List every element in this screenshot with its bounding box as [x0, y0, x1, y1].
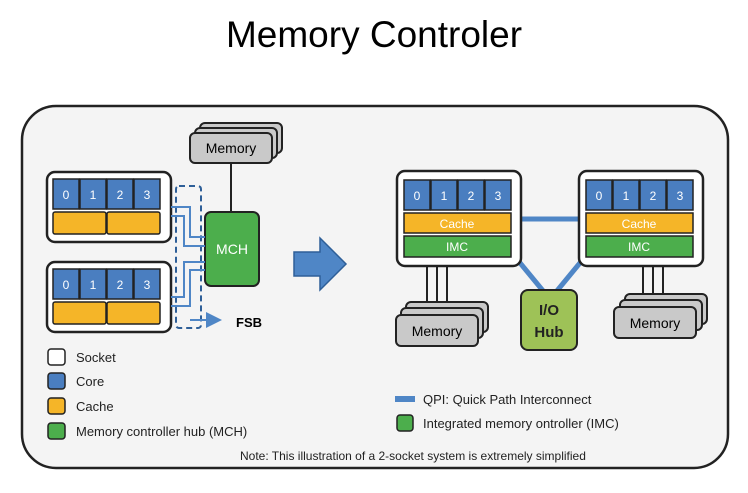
legend-left: Socket Core Cache Memory controller hub … [47, 348, 247, 440]
modern-left-core-0 [403, 179, 431, 211]
modern-left-core-1-label: 1 [441, 189, 448, 203]
modern-right-core-1-label: 1 [623, 189, 630, 203]
legend-cache-label: Cache [76, 399, 114, 414]
legend-qpi-swatch [395, 396, 415, 402]
legacy-socket-2-core-3 [133, 268, 161, 300]
legacy-socket-1-core-0-label: 0 [63, 188, 70, 202]
legacy-socket-1-core-3-label: 3 [144, 188, 151, 202]
fsb-label: FSB [236, 315, 262, 330]
modern-left-imc [403, 235, 512, 258]
modern-left-cache-label: Cache [440, 217, 475, 231]
modern-socket-left: 0 1 2 3 Cache IMC [395, 169, 523, 268]
modern-right-imc-label: IMC [628, 240, 650, 254]
legacy-memory-label: Memory [206, 140, 257, 156]
legend-imc-label: Integrated memory ontroller (IMC) [423, 416, 619, 431]
legend-mch-label: Memory controller hub (MCH) [76, 424, 247, 439]
legacy-socket-2-core-1-label: 1 [90, 278, 97, 292]
legacy-socket-1-core-1-label: 1 [90, 188, 97, 202]
modern-right-memory-label: Memory [630, 315, 681, 331]
fsb-bus: FSB [171, 185, 262, 330]
modern-left-core-1 [430, 179, 458, 211]
mch-box: MCH [204, 211, 260, 287]
legacy-socket-1-core-2-label: 2 [117, 188, 124, 202]
modern-left-memory-stack: Memory [395, 301, 489, 347]
modern-right-imc [585, 235, 694, 258]
legend-qpi-label: QPI: Quick Path Interconnect [423, 392, 592, 407]
modern-left-core-3-label: 3 [495, 189, 502, 203]
modern-right-core-3-label: 3 [677, 189, 684, 203]
legacy-socket-2-cache-a [52, 301, 107, 325]
io-hub-label-line2: Hub [534, 324, 563, 341]
modern-left-core-0-label: 0 [414, 189, 421, 203]
legacy-socket-1-core-3 [133, 178, 161, 210]
legacy-socket-2-core-1 [79, 268, 107, 300]
legend-core-swatch [47, 372, 66, 390]
transition-arrow [293, 236, 348, 292]
legacy-socket-2-core-0 [52, 268, 80, 300]
modern-left-core-2-label: 2 [468, 189, 475, 203]
modern-left-memory-links [426, 266, 448, 304]
io-hub: I/O Hub [520, 289, 578, 351]
legacy-socket-2-cache-b [106, 301, 161, 325]
modern-right-cache [585, 212, 694, 234]
modern-right-core-0 [585, 179, 613, 211]
modern-left-core-2 [457, 179, 485, 211]
modern-socket-right: 0 1 2 3 Cache IMC [577, 169, 705, 268]
legend-cache-swatch [47, 397, 66, 415]
legacy-socket-1: 0 1 2 3 [45, 170, 173, 244]
legend-right: QPI: Quick Path Interconnect Integrated … [395, 392, 619, 432]
modern-right-core-2-label: 2 [650, 189, 657, 203]
legend-mch-swatch [47, 422, 66, 440]
modern-right-cache-label: Cache [622, 217, 657, 231]
modern-left-core-3 [484, 179, 512, 211]
footnote: Note: This illustration of a 2-socket sy… [240, 449, 586, 463]
legacy-socket-1-core-2 [106, 178, 134, 210]
page-title: Memory Controler [225, 14, 523, 55]
modern-left-cache [403, 212, 512, 234]
legacy-socket-2-core-2 [106, 268, 134, 300]
modern-right-memory-stack: Memory [613, 293, 708, 339]
legacy-memory-stack: Memory [189, 122, 283, 164]
legend-imc-swatch [396, 414, 414, 432]
legacy-socket-2-core-2-label: 2 [117, 278, 124, 292]
legacy-socket-2-core-0-label: 0 [63, 278, 70, 292]
io-hub-label-line1: I/O [539, 302, 559, 319]
modern-left-imc-label: IMC [446, 240, 468, 254]
modern-right-core-3 [666, 179, 694, 211]
modern-right-core-1 [612, 179, 640, 211]
legacy-socket-1-cache-a [52, 211, 107, 235]
legacy-socket-1-core-1 [79, 178, 107, 210]
qpi-links [514, 216, 586, 294]
modern-left-memory-label: Memory [412, 323, 463, 339]
legend-socket-swatch [47, 348, 66, 366]
legacy-socket-1-cache-b [106, 211, 161, 235]
legend-core-label: Core [76, 374, 104, 389]
modern-right-memory-links [642, 266, 664, 296]
diagram-panel [20, 104, 730, 470]
mch-label: MCH [216, 241, 248, 257]
legacy-socket-1-core-0 [52, 178, 80, 210]
modern-right-core-2 [639, 179, 667, 211]
legacy-socket-2: 0 1 2 3 [45, 260, 173, 334]
legend-socket-label: Socket [76, 350, 116, 365]
legacy-socket-2-core-3-label: 3 [144, 278, 151, 292]
modern-right-core-0-label: 0 [596, 189, 603, 203]
